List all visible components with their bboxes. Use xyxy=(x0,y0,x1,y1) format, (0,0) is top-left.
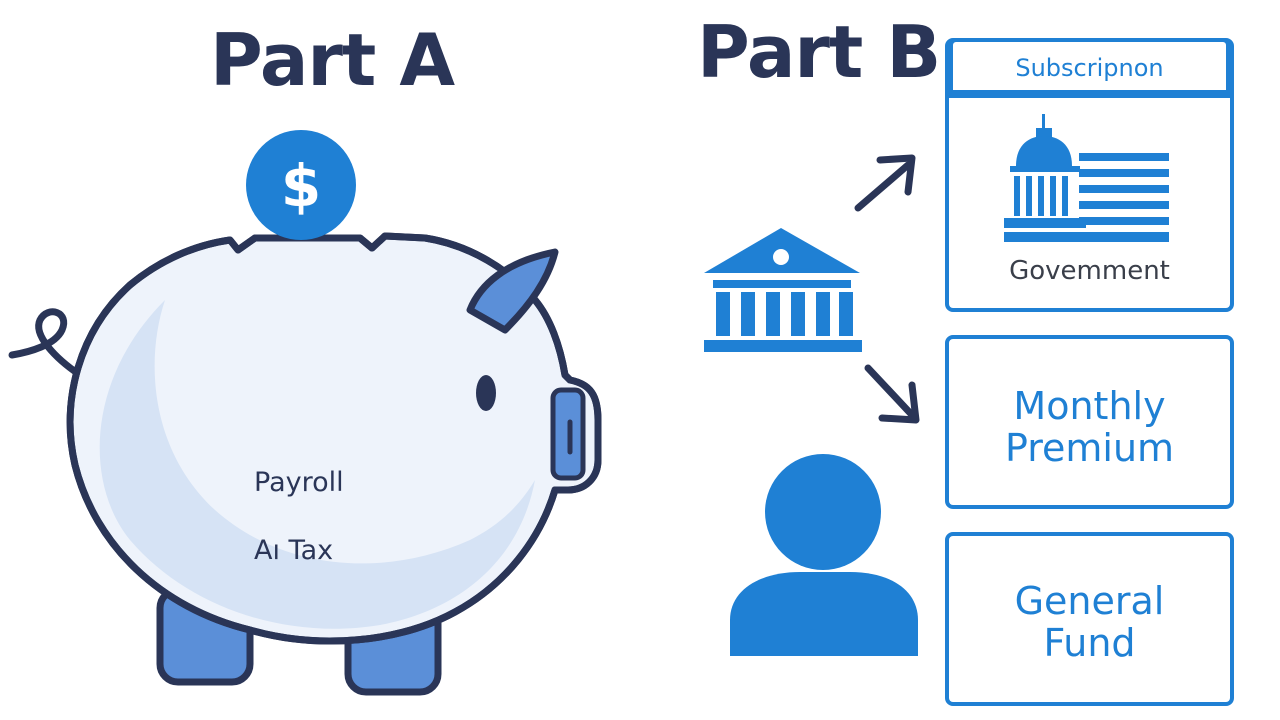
coin-circle xyxy=(246,130,356,240)
bank-column xyxy=(766,292,780,336)
bank-column xyxy=(741,292,755,336)
premium-line-2: Premium xyxy=(1004,426,1175,470)
subscription-header-label: Subscripnon xyxy=(953,42,1226,90)
monthly-premium-label: Monthly Premium xyxy=(949,385,1230,469)
bank-building-icon xyxy=(704,228,862,352)
monthly-premium-box: Monthly Premium xyxy=(945,335,1234,509)
bank-column xyxy=(839,292,853,336)
part-a-title: Part A xyxy=(210,18,455,102)
bank-column xyxy=(716,292,730,336)
general-fund-box: General Fund xyxy=(945,532,1234,706)
arrow-down-right-icon xyxy=(864,364,920,424)
pig-eye xyxy=(476,375,496,411)
person-body xyxy=(730,572,918,656)
pig-ear xyxy=(466,248,559,334)
fund-line-1: General xyxy=(1014,579,1165,623)
premium-line-1: Monthly xyxy=(1013,384,1166,428)
person-head xyxy=(765,454,881,570)
bank-base xyxy=(704,340,862,352)
payroll-tax-label: Payroll Aı Tax xyxy=(254,432,344,602)
bank-emblem xyxy=(773,249,789,265)
government-box: Subscripnon Govemment xyxy=(945,38,1234,312)
bank-column xyxy=(816,292,830,336)
payroll-tax-line-2: Aı Tax xyxy=(254,535,334,566)
bank-beam xyxy=(713,280,851,288)
subscription-header: Subscripnon xyxy=(949,42,1230,98)
piggy-bank-icon xyxy=(8,232,602,696)
pig-outline xyxy=(66,232,602,645)
pig-shading xyxy=(99,300,535,629)
person-icon xyxy=(730,454,918,656)
government-label: Govemment xyxy=(1009,256,1170,286)
payroll-tax-line-1: Payroll xyxy=(254,467,344,498)
part-b-title: Part B xyxy=(697,10,941,94)
dollar-coin-icon: $ xyxy=(246,130,356,240)
arrow-up-right-icon xyxy=(854,154,916,212)
capitol-flag-icon xyxy=(1004,114,1169,242)
bank-column xyxy=(791,292,805,336)
pig-tail xyxy=(8,308,84,379)
fund-line-2: Fund xyxy=(1043,621,1136,665)
general-fund-label: General Fund xyxy=(949,580,1230,664)
coin-symbol: $ xyxy=(281,152,321,220)
